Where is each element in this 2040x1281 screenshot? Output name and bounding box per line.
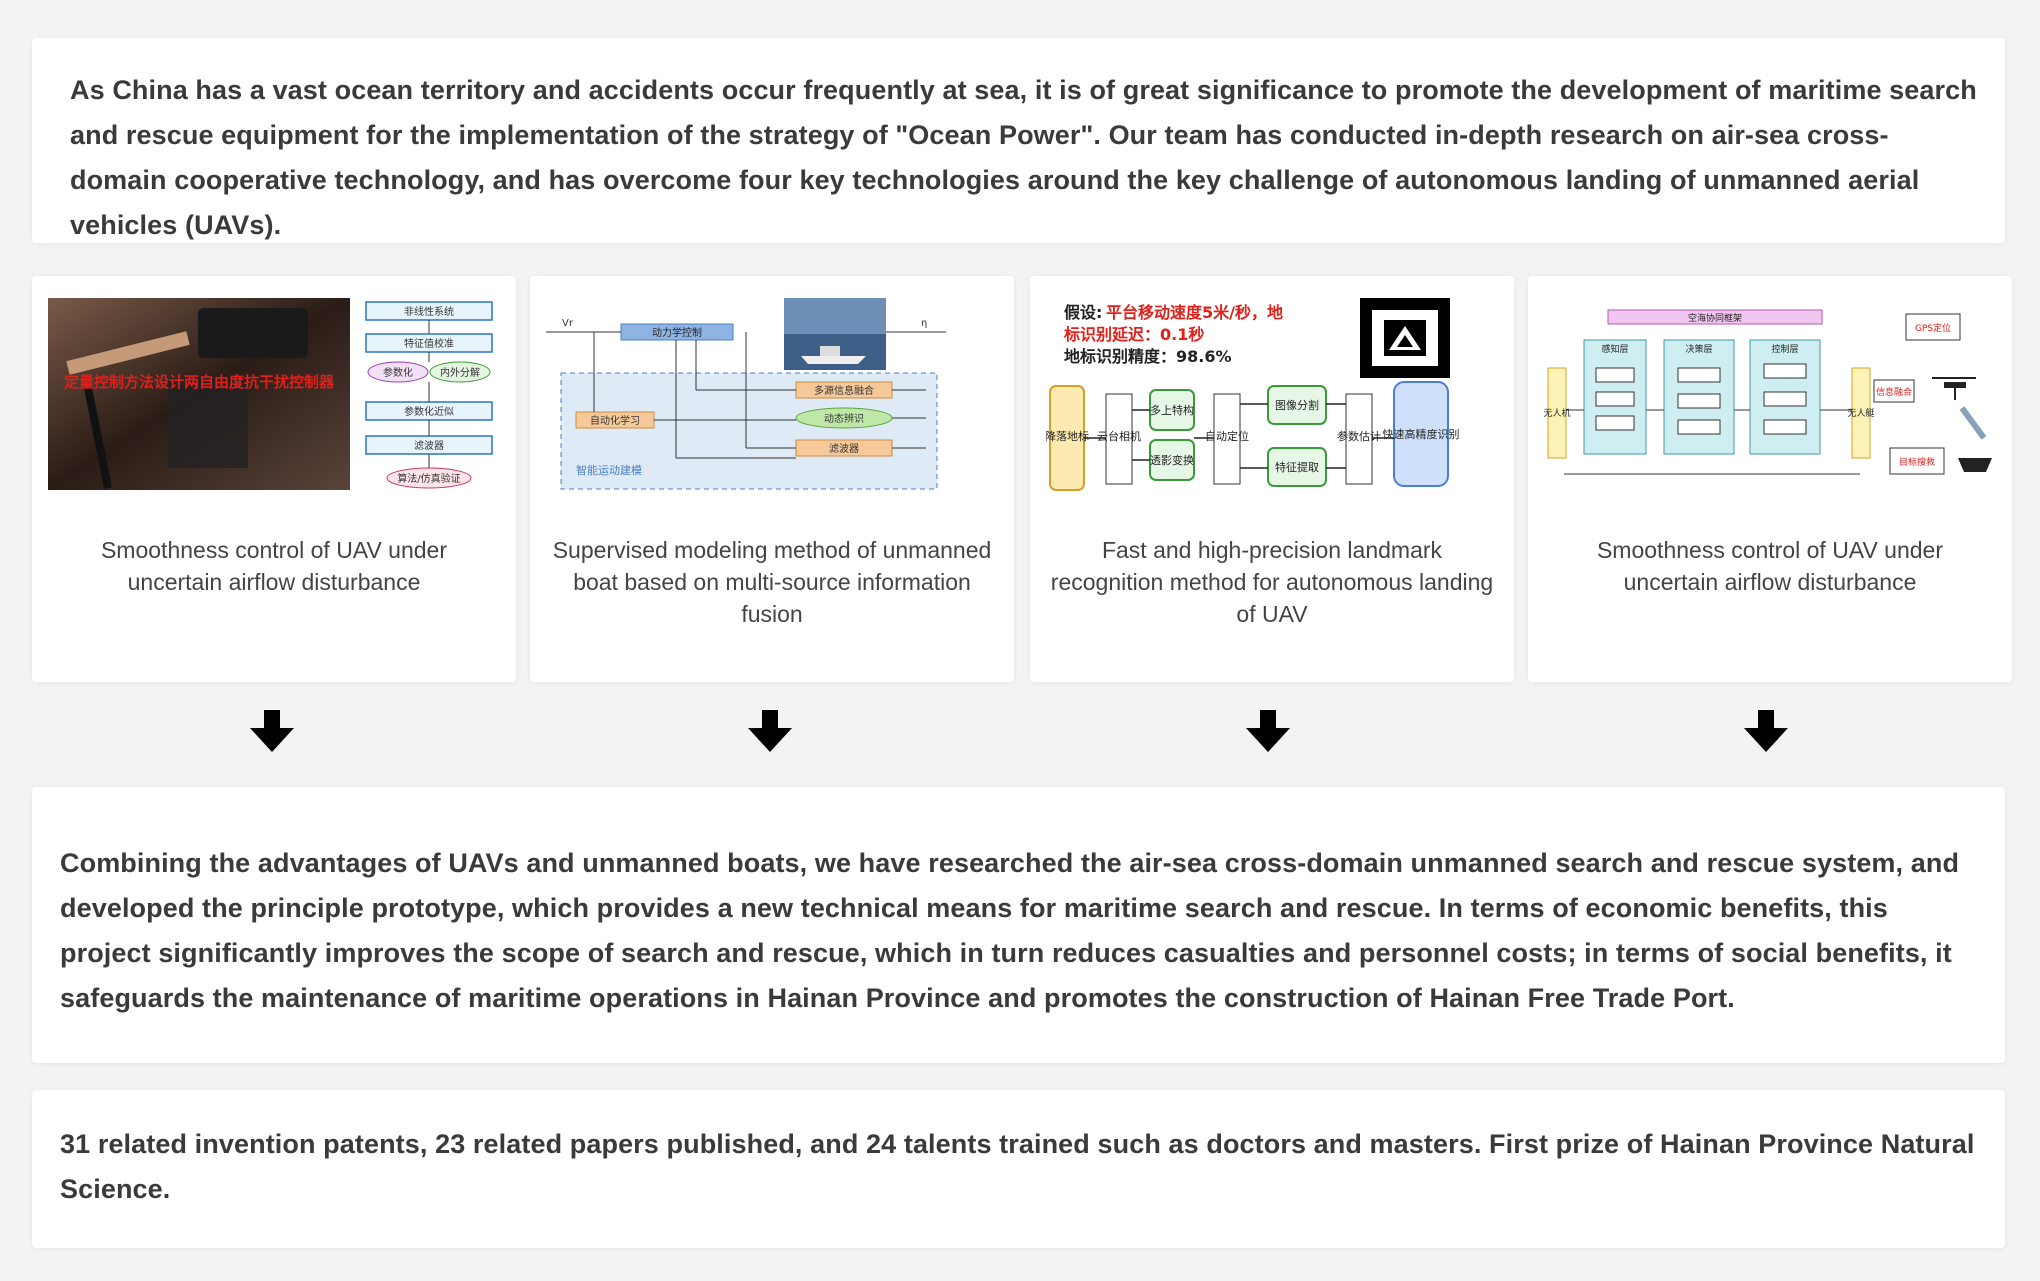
svg-text:参数估计: 参数估计 — [1337, 429, 1381, 443]
svg-text:非线性系统: 非线性系统 — [404, 305, 454, 318]
svg-text:平台移动速度5米/秒，地: 平台移动速度5米/秒，地 — [1106, 303, 1283, 322]
svg-text:降落地标: 降落地标 — [1046, 429, 1089, 443]
svg-text:动态辨识: 动态辨识 — [824, 412, 864, 425]
svg-text:地标识别精度：98.6%: 地标识别精度：98.6% — [1064, 347, 1232, 366]
svg-text:动力学控制: 动力学控制 — [652, 326, 702, 339]
svg-text:滤波器: 滤波器 — [414, 439, 444, 452]
tech-caption-3: Fast and high-precision landmark recogni… — [1050, 537, 1494, 627]
svg-text:算法/仿真验证: 算法/仿真验证 — [397, 472, 460, 485]
svg-text:透影变换: 透影变换 — [1150, 453, 1194, 467]
tech-figure-1: 定量控制方法设计两自由度抗干扰控制器 非线性系统 特征值校准 参数化 内外分解 … — [48, 298, 500, 498]
svg-text:自动化学习: 自动化学习 — [590, 414, 640, 427]
down-arrow-icon — [250, 710, 294, 752]
tech-figure-2: 动力学控制 Vr η 自动化学习 多源信息融合 动态辨识 滤波器 智能运动建模 — [546, 298, 998, 498]
svg-text:快速高精度识别: 快速高精度识别 — [1383, 427, 1460, 441]
svg-text:目标搜救: 目标搜救 — [1899, 456, 1935, 468]
svg-text:控制层: 控制层 — [1771, 343, 1798, 355]
tech-caption-1: Smoothness control of UAV under uncertai… — [100, 537, 448, 595]
svg-text:参数化: 参数化 — [383, 366, 413, 379]
intro-text: As China has a vast ocean territory and … — [70, 75, 1977, 240]
svg-text:Vr: Vr — [562, 318, 574, 329]
down-arrow-icon — [748, 710, 792, 752]
svg-text:特征值校准: 特征值校准 — [404, 337, 454, 350]
tech-figure-3: 假设: 平台移动速度5米/秒，地 标识别延迟：0.1秒 地标识别精度：98.6%… — [1045, 298, 1498, 498]
svg-text:多源信息融合: 多源信息融合 — [814, 384, 874, 397]
svg-text:GPS定位: GPS定位 — [1915, 322, 1951, 334]
svg-text:特征提取: 特征提取 — [1275, 460, 1319, 474]
svg-text:决策层: 决策层 — [1685, 343, 1712, 355]
down-arrow-icon — [1744, 710, 1788, 752]
svg-text:自动定位: 自动定位 — [1205, 429, 1249, 443]
intro-card: As China has a vast ocean territory and … — [32, 38, 2005, 243]
svg-text:空海协同框架: 空海协同框架 — [1688, 312, 1742, 324]
tech-caption-2: Supervised modeling method of unmanned b… — [552, 537, 992, 627]
svg-text:滤波器: 滤波器 — [829, 442, 859, 455]
svg-text:标识别延迟：0.1秒: 标识别延迟：0.1秒 — [1063, 325, 1204, 344]
svg-text:参数化近似: 参数化近似 — [404, 405, 454, 418]
tech-card-2: 动力学控制 Vr η 自动化学习 多源信息融合 动态辨识 滤波器 智能运动建模 — [530, 276, 1014, 682]
summary-text: Combining the advantages of UAVs and unm… — [60, 848, 1960, 1013]
tech-card-3: 假设: 平台移动速度5米/秒，地 标识别延迟：0.1秒 地标识别精度：98.6%… — [1030, 276, 1514, 682]
svg-text:图像分割: 图像分割 — [1275, 398, 1319, 412]
tech-figure-4: 空海协同框架 无人机 无人艇 感知层 决策层 控制层 — [1543, 298, 1996, 498]
tech-card-4: 空海协同框架 无人机 无人艇 感知层 决策层 控制层 — [1528, 276, 2012, 682]
summary-card: Combining the advantages of UAVs and unm… — [32, 787, 2005, 1063]
svg-text:云台相机: 云台相机 — [1097, 429, 1141, 443]
svg-text:内外分解: 内外分解 — [440, 366, 480, 379]
svg-text:信息融合: 信息融合 — [1876, 386, 1912, 398]
results-text: 31 related invention patents, 23 related… — [60, 1129, 1975, 1204]
down-arrow-icon — [1246, 710, 1290, 752]
svg-text:智能运动建模: 智能运动建模 — [576, 463, 642, 477]
svg-text:假设:: 假设: — [1064, 303, 1102, 322]
results-card: 31 related invention patents, 23 related… — [32, 1090, 2005, 1248]
svg-text:η: η — [921, 318, 927, 329]
svg-text:无人艇: 无人艇 — [1847, 407, 1874, 419]
svg-text:无人机: 无人机 — [1544, 407, 1571, 419]
svg-text:多上特构: 多上特构 — [1150, 403, 1194, 417]
tech-caption-4: Smoothness control of UAV under uncertai… — [1596, 537, 1944, 595]
fig1-banner: 定量控制方法设计两自由度抗干扰控制器 — [64, 373, 335, 391]
tech-card-1: 定量控制方法设计两自由度抗干扰控制器 非线性系统 特征值校准 参数化 内外分解 … — [32, 276, 516, 682]
svg-text:感知层: 感知层 — [1601, 343, 1628, 355]
